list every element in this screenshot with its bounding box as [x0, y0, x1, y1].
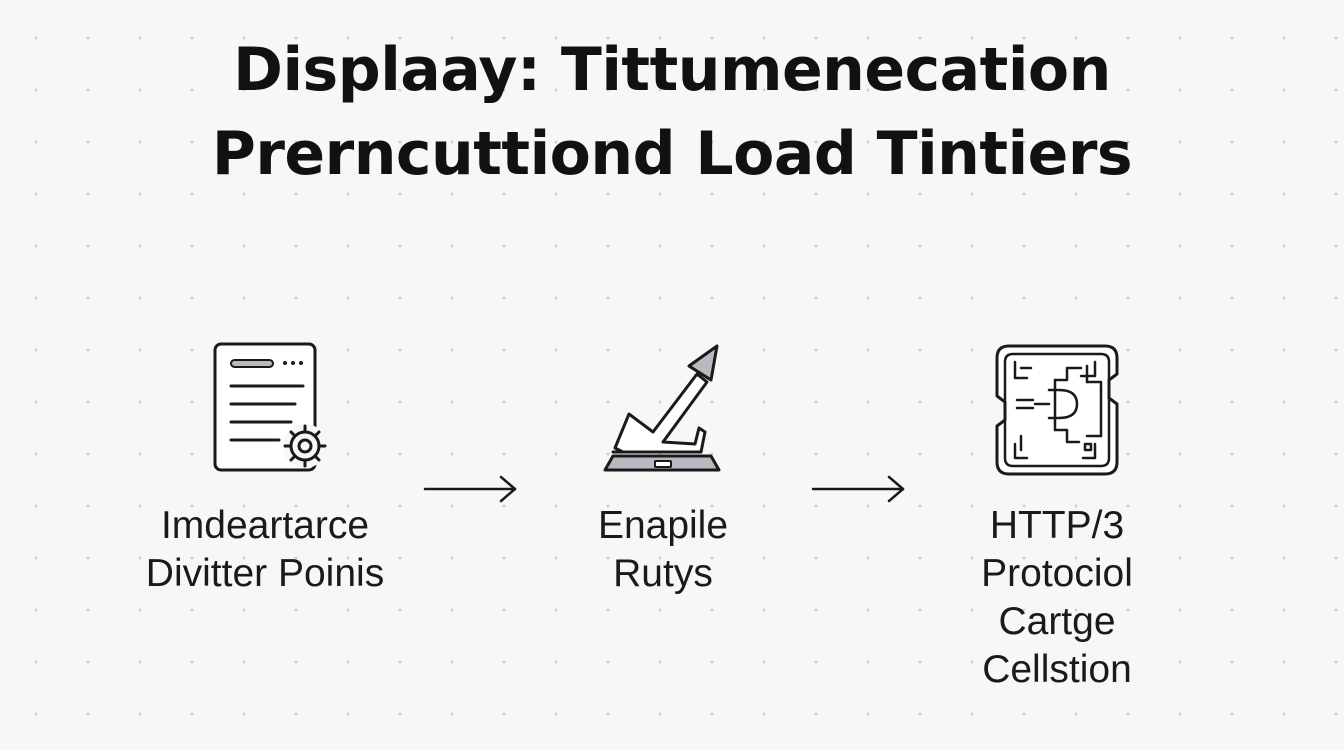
document-gear-icon: [213, 342, 327, 472]
step-label: Enapile Rutys: [503, 502, 823, 598]
step-label-line: Protociol: [981, 552, 1133, 595]
diagram-title: Displaay: Tittumenecation Prerncuttiond …: [0, 28, 1344, 196]
step-label-line: Cellstion: [982, 648, 1132, 691]
title-line-2: Prerncuttiond Load Tintiers: [211, 119, 1133, 189]
flow-step-3: HTTP/3 Protociol Cartge Cellstion: [897, 340, 1217, 694]
step-label-line: Imdeartarce: [160, 504, 370, 547]
step-label: Imdeartarce Divitter Poinis: [105, 502, 425, 598]
flow-step-2: Enapile Rutys: [503, 340, 823, 598]
step-label-line: Rutys: [613, 552, 713, 595]
right-arrow-icon: [423, 475, 517, 503]
right-arrow-icon: [811, 475, 905, 503]
launch-arrow-icon: [603, 344, 721, 472]
step-label-line: Divitter Poinis: [145, 552, 385, 595]
circuit-chip-icon: [995, 344, 1119, 476]
flow-step-1: Imdeartarce Divitter Poinis: [105, 340, 425, 598]
step-label-line: Cartge: [998, 600, 1116, 643]
title-line-1: Displaay: Tittumenecation: [233, 35, 1111, 105]
step-label-line: HTTP/3: [989, 504, 1125, 547]
step-label-line: Enapile: [597, 504, 729, 547]
step-label: HTTP/3 Protociol Cartge Cellstion: [897, 502, 1217, 694]
